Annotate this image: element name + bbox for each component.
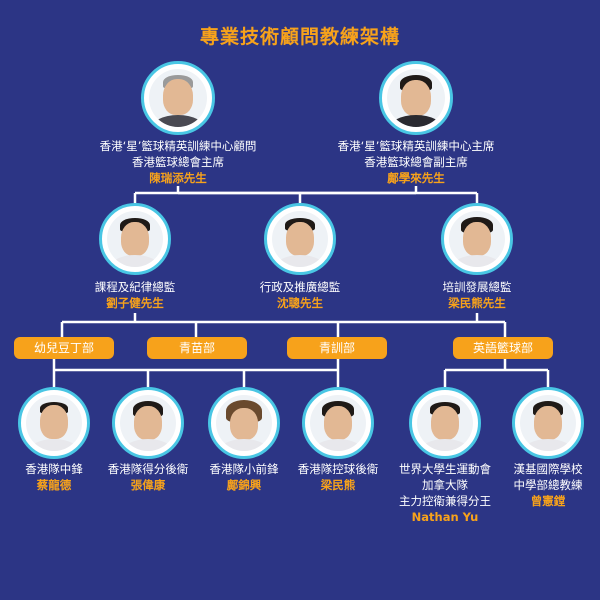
coach-info-3: 香港隊小前鋒 鄺錦興: [210, 461, 279, 493]
avatar-chairman: [379, 61, 453, 135]
chairman-name: 鄺學來先生: [387, 171, 445, 185]
portrait-photo: [417, 395, 473, 451]
chairman-role-2: 香港籃球總會副主席: [364, 155, 468, 169]
director-role-2: 行政及推廣總監: [259, 280, 341, 294]
avatar-coach-5: [409, 387, 481, 459]
coach-name-4: 梁民熊: [320, 478, 356, 492]
coach-name-1: 蔡龍德: [36, 478, 72, 492]
avatar-coach-1: [18, 387, 90, 459]
coach-role-6-2: 中學部總教練: [513, 478, 583, 492]
coach-info-6: 漢基國際學校 中學部總教練 曾憲鏜: [514, 461, 583, 509]
avatar-coach-2: [112, 387, 184, 459]
avatar-director-3: [441, 203, 513, 275]
director-name-3: 梁民熊先生: [448, 296, 506, 310]
coach-name-2: 張偉康: [130, 478, 166, 492]
coach-role-1-1: 香港隊中鋒: [25, 462, 83, 476]
avatar-coach-3: [208, 387, 280, 459]
advisor-name: 陳瑞添先生: [149, 171, 207, 185]
page-title: 專業技術顧問教練架構: [199, 26, 400, 48]
avatar-advisor: [141, 61, 215, 135]
avatar-coach-4: [302, 387, 374, 459]
portrait-photo: [310, 395, 366, 451]
director-role-3: 培訓發展總監: [442, 280, 512, 294]
director-role-1: 課程及紀律總監: [94, 280, 176, 294]
avatar-director-1: [99, 203, 171, 275]
portrait-photo: [449, 211, 505, 267]
advisor-role-2: 香港籃球總會主席: [132, 155, 224, 169]
coach-role-5-2: 加拿大隊: [422, 478, 468, 492]
coach-name-3: 鄺錦興: [226, 478, 262, 492]
dept-english-basketball: 英語籃球部: [453, 337, 553, 359]
coach-role-5-3: 主力控衛兼得分王: [399, 494, 491, 508]
portrait-photo: [26, 395, 82, 451]
director-info-3: 培訓發展總監 梁民熊先生: [443, 279, 512, 311]
avatar-coach-6: [512, 387, 584, 459]
chairman-role-1: 香港‘星’籃球精英訓練中心主席: [337, 139, 495, 153]
portrait-photo: [107, 211, 163, 267]
coach-role-2-1: 香港隊得分後衛: [107, 462, 189, 476]
coach-info-4: 香港隊控球後衛 梁民熊: [298, 461, 379, 493]
portrait-photo: [520, 395, 576, 451]
coach-role-3-1: 香港隊小前鋒: [209, 462, 279, 476]
dept-junior: 青苗部: [147, 337, 247, 359]
advisor-info: 香港‘星’籃球精英訓練中心顧問 香港籃球總會主席 陳瑞添先生: [100, 138, 257, 186]
chairman-info: 香港‘星’籃球精英訓練中心主席 香港籃球總會副主席 鄺學來先生: [338, 138, 495, 186]
director-name-1: 劉子健先生: [106, 296, 164, 310]
coach-role-5-1: 世界大學生運動會: [399, 462, 491, 476]
advisor-role-1: 香港‘星’籃球精英訓練中心顧問: [99, 139, 257, 153]
director-name-2: 沈聰先生: [277, 296, 323, 310]
coach-role-6-1: 漢基國際學校: [513, 462, 583, 476]
coach-info-2: 香港隊得分後衛 張偉康: [108, 461, 189, 493]
dept-toddler: 幼兒豆丁部: [14, 337, 114, 359]
coach-name-6: 曾憲鏜: [530, 494, 566, 508]
coach-role-4-1: 香港隊控球後衛: [297, 462, 379, 476]
portrait-photo: [216, 395, 272, 451]
portrait-photo: [149, 69, 207, 127]
director-info-2: 行政及推廣總監 沈聰先生: [260, 279, 341, 311]
avatar-director-2: [264, 203, 336, 275]
portrait-photo: [120, 395, 176, 451]
dept-youth-training: 青訓部: [287, 337, 387, 359]
portrait-photo: [272, 211, 328, 267]
coach-name-5: Nathan Yu: [411, 510, 479, 524]
coach-info-1: 香港隊中鋒 蔡龍德: [25, 461, 83, 493]
coach-info-5: 世界大學生運動會 加拿大隊 主力控衛兼得分王 Nathan Yu: [399, 461, 491, 525]
portrait-photo: [387, 69, 445, 127]
director-info-1: 課程及紀律總監 劉子健先生: [95, 279, 176, 311]
